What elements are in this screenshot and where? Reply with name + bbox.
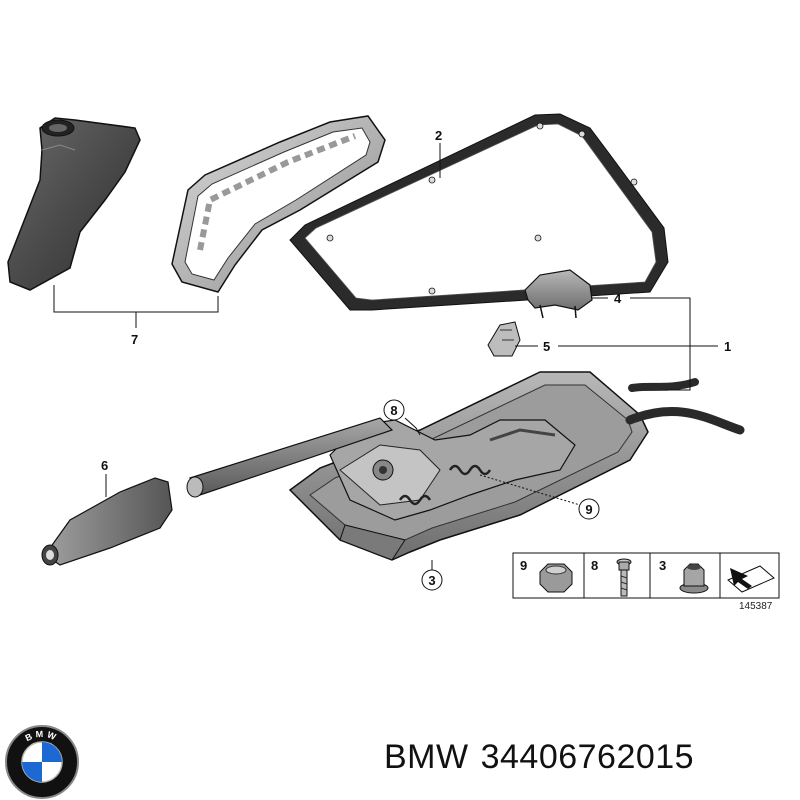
callout-9-circle: 9	[578, 498, 600, 520]
drawing-number: 145387	[739, 601, 773, 612]
callout-5: 5	[543, 339, 550, 354]
trim-frame-part	[171, 115, 386, 293]
callout-9: 9	[585, 502, 592, 517]
bmw-logo-icon: BMW	[5, 725, 79, 799]
callout-1: 1	[724, 339, 731, 354]
flange-nut-icon	[679, 563, 709, 594]
leader-lines	[53, 143, 718, 570]
brand-name: BMW	[384, 738, 469, 776]
callout-2: 2	[435, 128, 442, 143]
hardware-legend: 9 8 3 145387	[512, 552, 780, 612]
product-label: BMW 34406762015	[384, 738, 706, 777]
callout-3: 3	[428, 573, 435, 588]
callout-labels: 2 7 4 5 1 6 8 9 3	[101, 128, 731, 591]
callout-8: 8	[390, 403, 397, 418]
gasket-holes	[326, 122, 638, 295]
callout-7: 7	[131, 332, 138, 347]
nut-icon	[539, 563, 573, 593]
callout-8-circle: 8	[383, 399, 405, 421]
ratchet-mechanism	[329, 419, 576, 521]
callout-3-circle: 3	[421, 569, 443, 591]
brake-cable	[625, 378, 745, 435]
gasket-part	[289, 113, 669, 311]
handbrake-lever	[186, 417, 394, 498]
direction-arrow-icon	[727, 565, 775, 593]
legend-item-nut: 9	[520, 558, 527, 573]
legend-item-flange-nut: 3	[659, 558, 666, 573]
callout-4: 4	[614, 291, 622, 306]
logo-letters: BMW	[24, 729, 58, 743]
clip-part	[487, 321, 521, 357]
bolt-icon	[616, 558, 632, 597]
boot-cover-part	[7, 117, 141, 291]
svg-text:BMW: BMW	[24, 729, 61, 743]
callout-6: 6	[101, 458, 108, 473]
lever-grip-part	[41, 477, 173, 566]
bracket-part	[524, 269, 593, 319]
legend-item-bolt: 8	[591, 558, 598, 573]
part-number: 34406762015	[480, 738, 695, 776]
